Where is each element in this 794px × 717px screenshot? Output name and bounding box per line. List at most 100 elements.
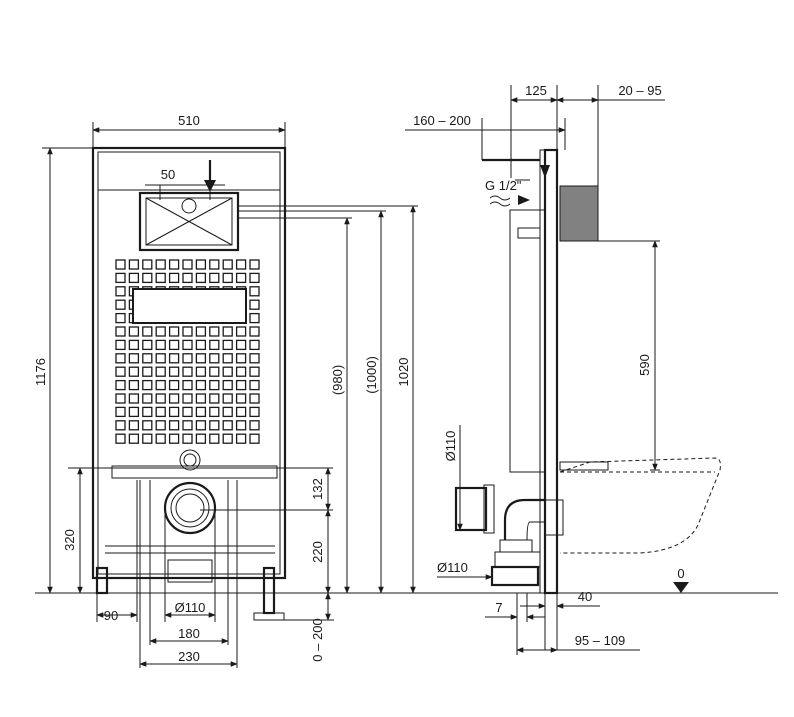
tile	[249, 393, 260, 404]
tile	[142, 326, 153, 337]
tile	[222, 272, 233, 284]
tile	[182, 433, 193, 444]
tile	[235, 393, 247, 404]
tile	[249, 406, 260, 418]
tile	[115, 420, 126, 431]
dim-offset-50: 50	[161, 167, 175, 182]
fixing-bracket	[111, 465, 278, 479]
tile	[128, 433, 140, 444]
tile	[249, 259, 260, 270]
tile	[195, 366, 207, 377]
tile	[209, 393, 220, 404]
tile	[182, 393, 193, 404]
tile	[168, 420, 180, 431]
tile	[155, 366, 166, 377]
tile	[222, 366, 233, 377]
tile	[195, 326, 207, 337]
dim-180: 180	[178, 626, 200, 641]
tile	[115, 326, 126, 337]
tile	[235, 353, 247, 364]
tile	[209, 353, 220, 364]
tile	[235, 433, 247, 444]
tile	[128, 366, 140, 377]
dim-590: 590	[637, 354, 652, 376]
dim-980: (980)	[330, 365, 345, 395]
tile	[209, 366, 220, 377]
tile	[222, 433, 233, 444]
tile	[115, 393, 126, 404]
front-view: 510 1176 50 (980) (1000) 1020 132 220	[33, 113, 418, 668]
tile	[168, 433, 180, 444]
front-frame	[91, 146, 287, 580]
tile	[155, 379, 166, 391]
tile	[142, 379, 153, 391]
tile	[115, 312, 126, 324]
tile	[182, 366, 193, 377]
tile	[128, 339, 140, 351]
side-view: 125 20 – 95 160 – 200 G 1/2" 590 Ø110 Ø1…	[405, 83, 721, 655]
tile	[182, 406, 193, 418]
tile	[249, 366, 260, 377]
tile	[168, 339, 180, 351]
tile	[128, 393, 140, 404]
tile	[222, 379, 233, 391]
tile	[235, 379, 247, 391]
tile	[235, 339, 247, 351]
tile	[155, 259, 166, 270]
tile	[235, 406, 247, 418]
tile	[168, 272, 180, 284]
tile	[209, 326, 220, 337]
tile	[249, 420, 260, 431]
tile	[115, 272, 126, 284]
tile	[155, 393, 166, 404]
pipe-110-horizontal: Ø110	[437, 560, 468, 575]
tile	[155, 339, 166, 351]
tile	[195, 259, 207, 270]
tile	[168, 393, 180, 404]
tile	[209, 272, 220, 284]
tile	[142, 339, 153, 351]
dim-height-1176: 1176	[33, 358, 48, 386]
connector-pipe	[454, 486, 488, 532]
service-opening	[132, 288, 247, 324]
flush-plate	[138, 191, 240, 252]
dim-1000: (1000)	[364, 356, 379, 394]
tile	[155, 326, 166, 337]
tile	[142, 353, 153, 364]
tile	[235, 366, 247, 377]
dim-230: 230	[178, 649, 200, 664]
tile	[222, 393, 233, 404]
tile	[128, 259, 140, 270]
tile	[115, 339, 126, 351]
tile	[249, 286, 260, 297]
tile	[128, 353, 140, 364]
tile	[182, 379, 193, 391]
tile	[115, 259, 126, 270]
dim-1020: 1020	[396, 358, 411, 387]
tile	[249, 339, 260, 351]
tile	[209, 406, 220, 418]
tile	[195, 339, 207, 351]
tile	[168, 326, 180, 337]
dim-20-95: 20 – 95	[618, 83, 661, 98]
tile	[235, 272, 247, 284]
tile	[142, 366, 153, 377]
tile	[115, 353, 126, 364]
dim-160-200: 160 – 200	[413, 113, 471, 128]
tile	[195, 272, 207, 284]
waste-outlet-outer	[163, 481, 217, 535]
tile	[209, 339, 220, 351]
tile	[155, 406, 166, 418]
tile	[222, 326, 233, 337]
tile	[222, 420, 233, 431]
dim-95-109: 95 – 109	[575, 633, 626, 648]
tile	[209, 433, 220, 444]
tile	[249, 272, 260, 284]
dim-132: 132	[310, 478, 325, 500]
tile	[115, 299, 126, 310]
tile	[115, 433, 126, 444]
tile	[142, 420, 153, 431]
tile	[222, 339, 233, 351]
tile	[249, 353, 260, 364]
tile	[142, 393, 153, 404]
